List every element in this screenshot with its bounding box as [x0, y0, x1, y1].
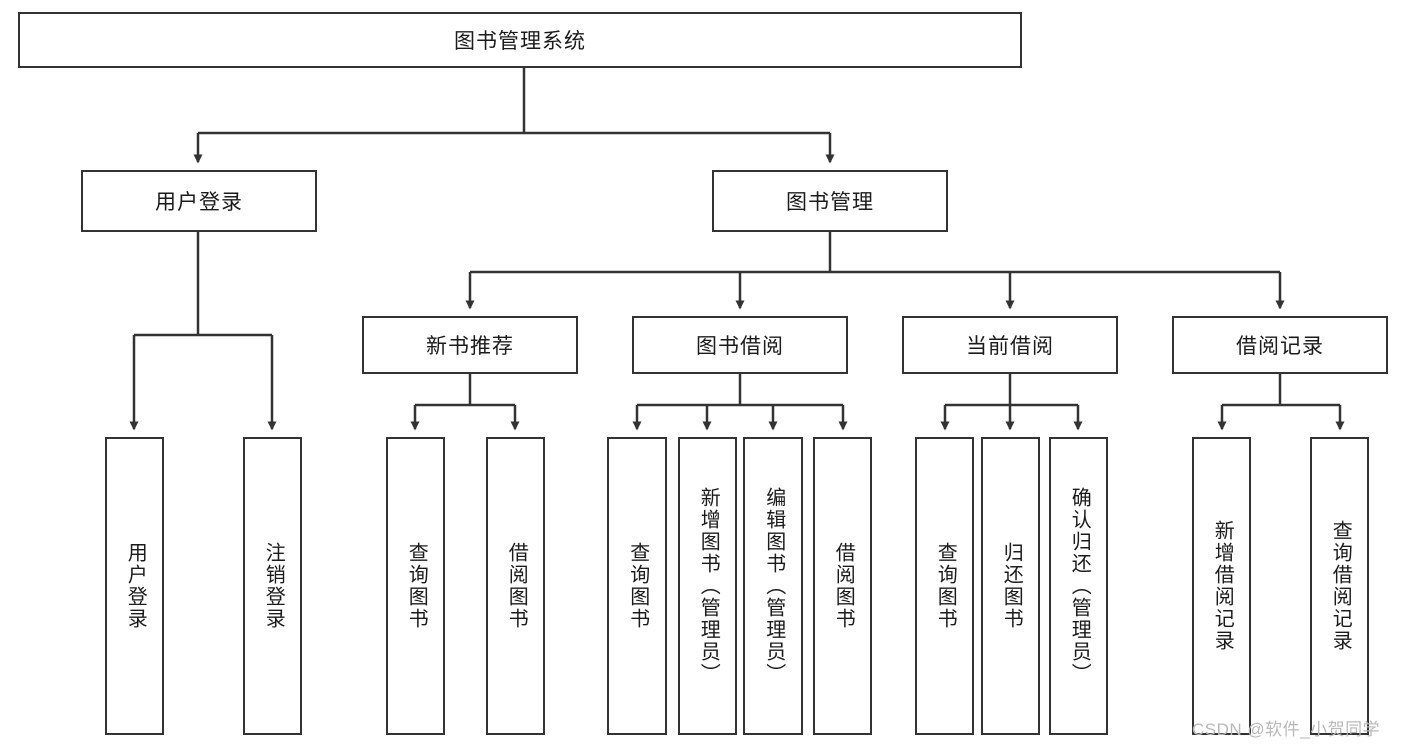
- node-label: 用户登录: [124, 542, 147, 630]
- node-label: 图书借阅: [696, 335, 784, 358]
- leaf-query-borrow-record[interactable]: 查询借阅记录: [1310, 437, 1369, 735]
- node-label: 新增图书（管理员）: [697, 487, 720, 685]
- leaf-borrow-book[interactable]: 借阅图书: [813, 437, 872, 735]
- leaf-confirm-return-admin[interactable]: 确认归还（管理员）: [1049, 437, 1108, 735]
- leaf-current-query-book[interactable]: 查询图书: [915, 437, 974, 735]
- node-label: 图书管理系统: [454, 30, 586, 53]
- node-label: 查询图书: [626, 542, 649, 630]
- watermark-text: CSDN @软件_小贺同学: [1192, 720, 1381, 739]
- node-label: 查询借阅记录: [1329, 520, 1352, 652]
- node-label: 借阅图书: [505, 542, 528, 630]
- node-label: 当前借阅: [966, 335, 1054, 358]
- node-book-management[interactable]: 图书管理: [712, 170, 948, 232]
- node-label: 借阅图书: [832, 542, 855, 630]
- leaf-borrow-query-book[interactable]: 查询图书: [607, 437, 667, 735]
- node-label: 查询图书: [934, 542, 957, 630]
- leaf-return-book[interactable]: 归还图书: [981, 437, 1040, 735]
- node-user-login[interactable]: 用户登录: [81, 170, 317, 232]
- node-label: 用户登录: [155, 191, 243, 214]
- leaf-edit-book-admin[interactable]: 编辑图书（管理员）: [743, 437, 803, 735]
- node-label: 新增借阅记录: [1211, 520, 1234, 652]
- node-borrow-record[interactable]: 借阅记录: [1172, 316, 1388, 374]
- node-book-borrow[interactable]: 图书借阅: [632, 316, 848, 374]
- node-new-book-recommend[interactable]: 新书推荐: [362, 316, 578, 374]
- node-label: 图书管理: [786, 191, 874, 214]
- leaf-user-login[interactable]: 用户登录: [105, 437, 164, 735]
- leaf-add-book-admin[interactable]: 新增图书（管理员）: [678, 437, 737, 735]
- leaf-add-borrow-record[interactable]: 新增借阅记录: [1192, 437, 1251, 735]
- leaf-new-book-borrow[interactable]: 借阅图书: [486, 437, 545, 735]
- node-label: 新书推荐: [426, 335, 514, 358]
- node-label: 归还图书: [1000, 542, 1023, 630]
- leaf-logout[interactable]: 注销登录: [243, 437, 302, 735]
- node-current-borrow[interactable]: 当前借阅: [902, 316, 1118, 374]
- leaf-new-book-query[interactable]: 查询图书: [386, 437, 445, 735]
- node-label: 注销登录: [262, 542, 285, 630]
- node-label: 查询图书: [405, 542, 428, 630]
- node-root-book-management-system[interactable]: 图书管理系统: [18, 12, 1022, 68]
- node-label: 确认归还（管理员）: [1068, 487, 1091, 685]
- node-label: 借阅记录: [1236, 335, 1324, 358]
- node-label: 编辑图书（管理员）: [762, 487, 785, 685]
